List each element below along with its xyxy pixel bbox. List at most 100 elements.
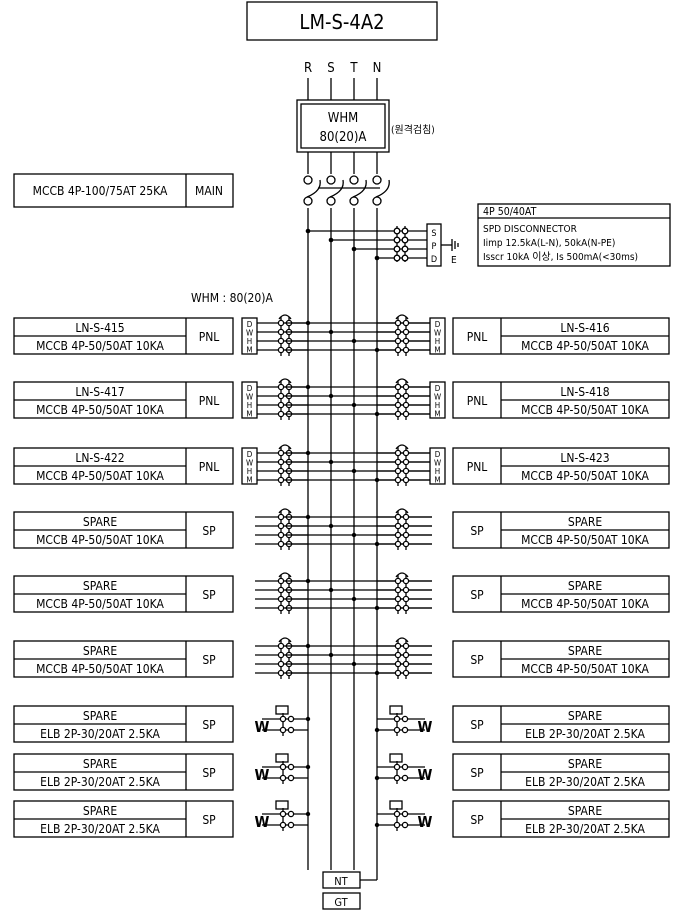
breaker-arc bbox=[395, 378, 409, 384]
whm-label: WHM bbox=[328, 111, 358, 126]
left-feeder-tag: SP bbox=[202, 718, 216, 732]
left-feeder-tag: SP bbox=[202, 766, 216, 780]
junction-dot bbox=[305, 764, 311, 770]
breaker-arc bbox=[278, 314, 292, 320]
right-feeder-name: LN-S-418 bbox=[560, 385, 609, 399]
breaker-contact bbox=[402, 449, 410, 457]
breaker-contact bbox=[277, 337, 285, 345]
breaker-contact bbox=[402, 458, 410, 466]
junction-dot bbox=[374, 477, 380, 483]
spd-letter-p: P bbox=[432, 242, 437, 252]
junction-dot bbox=[374, 411, 380, 417]
right-feeder-spec: ELB 2P-30/20AT 2.5KA bbox=[525, 727, 645, 741]
left-feeder-tag: SP bbox=[202, 813, 216, 827]
junction-dot bbox=[305, 643, 311, 649]
breaker-arc bbox=[278, 378, 292, 384]
right-feeder-name: LN-S-423 bbox=[560, 451, 609, 465]
left-feeder-tag: SP bbox=[202, 653, 216, 667]
breaker-contact bbox=[394, 669, 402, 677]
left-feeder-spec: MCCB 4P-50/50AT 10KA bbox=[36, 469, 164, 483]
breaker-arc bbox=[278, 444, 292, 450]
left-breaker bbox=[257, 444, 377, 486]
junction-dot bbox=[351, 596, 357, 602]
left-feeder-tag: PNL bbox=[199, 330, 220, 344]
spd-breaker-contact bbox=[393, 236, 401, 244]
right-breaker bbox=[308, 314, 430, 356]
breaker-contact bbox=[394, 467, 402, 475]
breaker-arc bbox=[395, 314, 409, 320]
right-breaker bbox=[308, 378, 430, 420]
junction-dot bbox=[351, 468, 357, 474]
breaker-contact bbox=[394, 337, 402, 345]
junction-dot bbox=[351, 338, 357, 344]
junction-dot bbox=[374, 727, 380, 733]
left-feeder-spec: MCCB 4P-50/50AT 10KA bbox=[36, 533, 164, 547]
meter-letter: W bbox=[434, 459, 441, 468]
panel-title-box bbox=[246, 1, 438, 41]
elb-mark-w: W bbox=[418, 766, 433, 784]
whm-remote-note: (원격검침) bbox=[391, 123, 435, 136]
whm-note: WHM : 80(20)A bbox=[191, 291, 274, 305]
left-feeder-spec: ELB 2P-30/20AT 2.5KA bbox=[40, 727, 160, 741]
spd-breaker-contact bbox=[401, 245, 409, 253]
junction-dot bbox=[328, 523, 334, 529]
breaker-contact bbox=[394, 401, 402, 409]
main-breaker-contact-top bbox=[349, 175, 359, 185]
panel-title: LM-S-4A2 bbox=[299, 10, 384, 34]
meter-letter: D bbox=[247, 320, 253, 329]
left-feeder-spec: ELB 2P-30/20AT 2.5KA bbox=[40, 775, 160, 789]
breaker-arc bbox=[395, 444, 409, 450]
right-feeder-name: SPARE bbox=[568, 644, 602, 658]
right-feeder-tag: SP bbox=[470, 766, 484, 780]
breaker-arc bbox=[395, 637, 409, 643]
spd-info-line1: 4P 50/40AT bbox=[483, 206, 537, 218]
right-feeder-spec: MCCB 4P-50/50AT 10KA bbox=[521, 469, 649, 483]
spd-breaker-contact bbox=[401, 227, 409, 235]
main-breaker-contact-bottom bbox=[326, 196, 336, 206]
elb-mark-w: W bbox=[418, 718, 433, 736]
breaker-contact bbox=[393, 821, 401, 829]
elb-trip-box bbox=[389, 800, 403, 810]
left-breaker bbox=[257, 314, 377, 356]
meter-letter: H bbox=[435, 467, 440, 476]
breaker-arc bbox=[278, 572, 292, 578]
left-meter-box bbox=[241, 317, 258, 355]
breaker-contact bbox=[394, 383, 402, 391]
junction-dot bbox=[305, 320, 311, 326]
right-feeder-spec: MCCB 4P-50/50AT 10KA bbox=[521, 403, 649, 417]
breaker-contact bbox=[287, 726, 295, 734]
breaker-contact bbox=[277, 401, 285, 409]
left-elb: W bbox=[255, 705, 308, 736]
breaker-contact bbox=[277, 595, 285, 603]
breaker-contact bbox=[402, 660, 410, 668]
junction-dot bbox=[305, 514, 311, 520]
breaker-contact bbox=[402, 531, 410, 539]
breaker-contact bbox=[394, 458, 402, 466]
meter-letter: M bbox=[434, 410, 440, 419]
breaker-contact bbox=[402, 651, 410, 659]
spd-breaker-contact bbox=[393, 245, 401, 253]
breaker-contact bbox=[277, 319, 285, 327]
breaker-contact bbox=[393, 763, 401, 771]
breaker-contact bbox=[402, 337, 410, 345]
breaker-contact bbox=[287, 715, 295, 723]
left-feeder-name: LN-S-417 bbox=[75, 385, 124, 399]
right-elb: W bbox=[377, 705, 433, 736]
right-elb: W bbox=[377, 800, 433, 831]
breaker-contact bbox=[402, 383, 410, 391]
breaker-contact bbox=[287, 810, 295, 818]
breaker-contact bbox=[393, 715, 401, 723]
left-elb: W bbox=[255, 753, 308, 784]
main-breaker-contact-bottom bbox=[349, 196, 359, 206]
meter-letter: W bbox=[434, 329, 441, 338]
breaker-contact bbox=[277, 346, 285, 354]
breaker-contact bbox=[394, 392, 402, 400]
breaker-contact bbox=[277, 410, 285, 418]
left-feeder-spec: ELB 2P-30/20AT 2.5KA bbox=[40, 822, 160, 836]
junction-dot bbox=[305, 811, 311, 817]
spd-letter-d: D bbox=[431, 255, 437, 265]
bus-bars bbox=[307, 208, 378, 880]
